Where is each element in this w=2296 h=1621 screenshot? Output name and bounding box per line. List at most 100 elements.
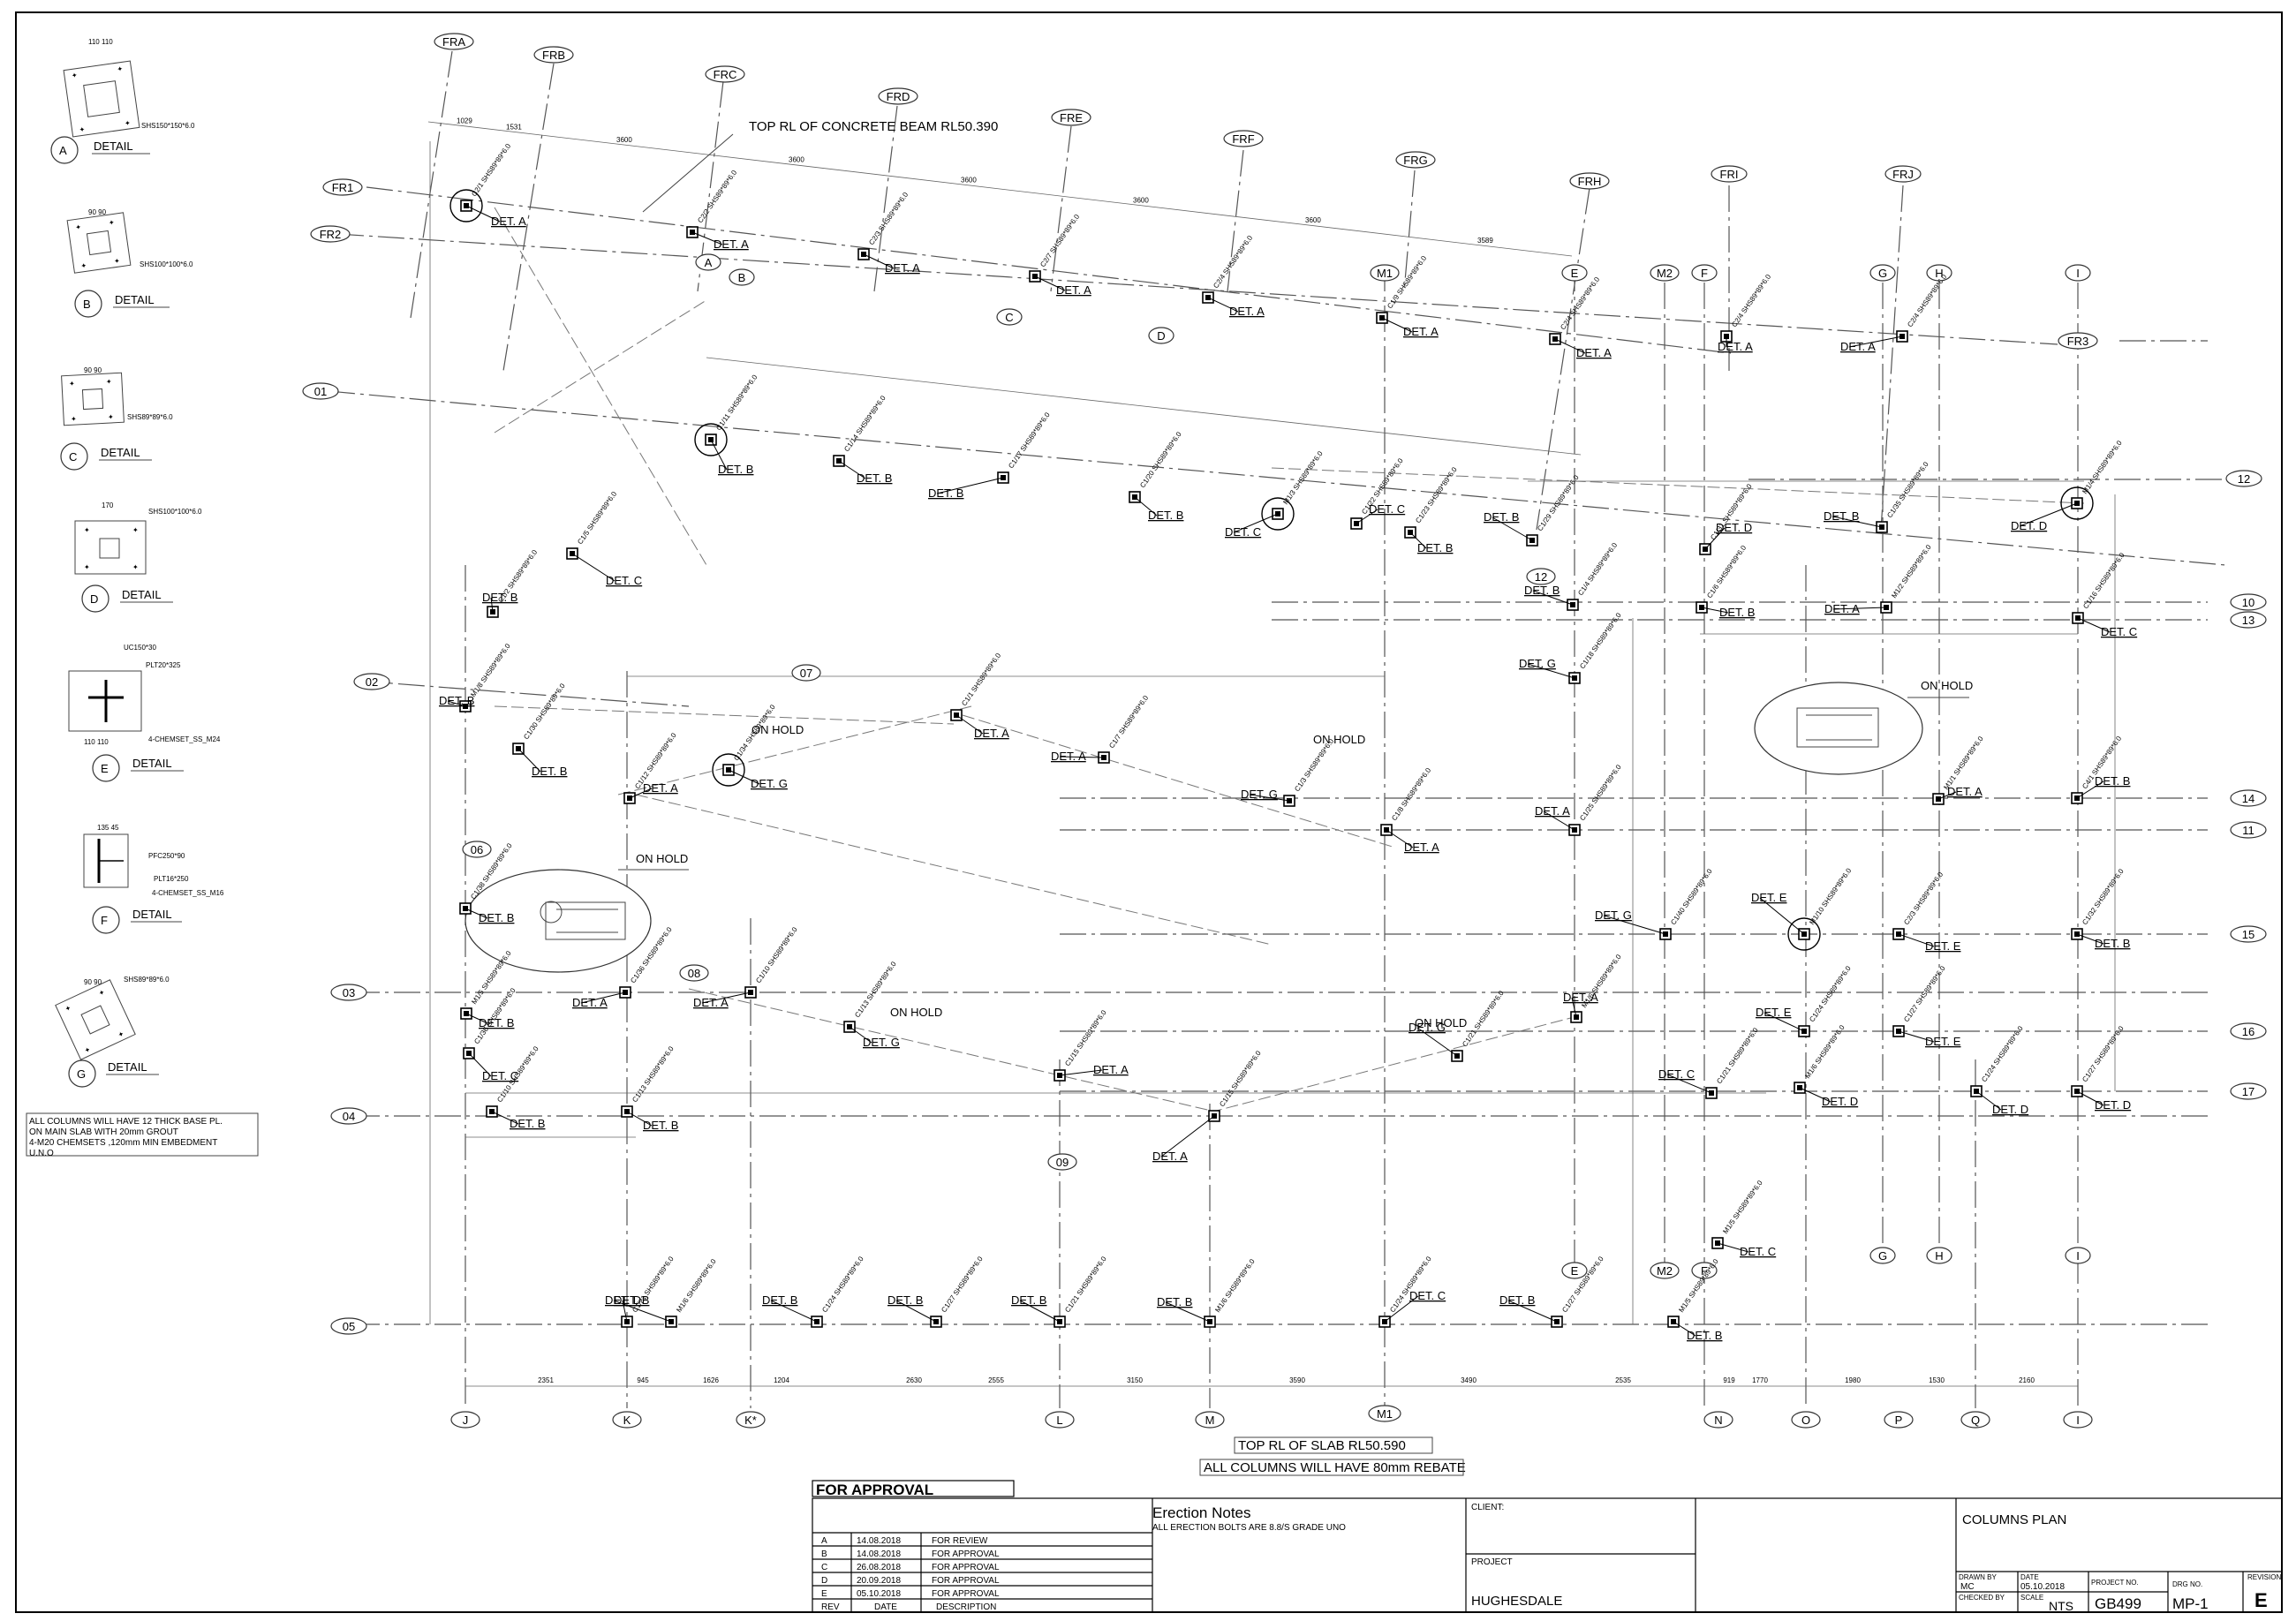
det-label: DET. A — [1051, 750, 1086, 763]
detail-f-section: PFC250*90 — [148, 852, 185, 860]
svg-text:Q: Q — [1971, 1414, 1980, 1427]
grid-bubble-fr3: FR3 — [2058, 332, 2098, 350]
det-leader — [770, 1300, 818, 1323]
column-id: C2/4 SHS89*89*6.0 — [1559, 275, 1601, 332]
svg-text:D: D — [1157, 329, 1165, 343]
grid-bubble-m1-top: M1 — [1370, 264, 1400, 282]
on-hold-label-3: ON HOLD — [751, 723, 804, 736]
approval-stamp: FOR APPROVAL — [816, 1482, 933, 1498]
column-id: C2/3 SHS89*89*6.0 — [867, 191, 910, 247]
column-id: M1/6 SHS89*89*6.0 — [675, 1257, 718, 1314]
grid-bubble-06: 06 — [462, 841, 492, 858]
det-label: DET. B — [482, 591, 517, 604]
detail-e: UC150*30 PLT20*325 4-CHEMSET_SS_M24 110 … — [68, 644, 221, 782]
svg-text:✦: ✦ — [132, 563, 139, 571]
grid-bubble-i-mid: I — [2065, 1247, 2091, 1264]
det-label: DET. B — [2095, 937, 2130, 950]
det-label: DET. B — [1417, 541, 1453, 554]
column-id: C2/4 SHS89*89*6.0 — [1906, 273, 1948, 329]
det-label: DET. A — [1056, 283, 1091, 297]
det-leader — [1165, 1301, 1211, 1323]
grid-bubble-l: L — [1045, 1411, 1075, 1429]
svg-text:H: H — [1935, 267, 1943, 280]
dim-top-3: 3600 — [616, 136, 632, 144]
det-leader — [1764, 1012, 1805, 1032]
grid-bubble-15: 15 — [2230, 925, 2267, 943]
svg-text:90 90: 90 90 — [84, 978, 102, 986]
svg-text:09: 09 — [1056, 1156, 1069, 1169]
rev-header-date: DATE — [874, 1602, 897, 1612]
svg-text:✦: ✦ — [132, 526, 139, 534]
det-leader — [1704, 527, 1726, 550]
det-label: DET. A — [1947, 785, 1983, 798]
detail-d-section: SHS100*100*6.0 — [148, 508, 202, 516]
column-id: C2/4 SHS89*89*6.0 — [1730, 273, 1772, 329]
svg-text:17: 17 — [2242, 1085, 2254, 1098]
column-id: C1/27 SHS89*89*6.0 — [940, 1255, 985, 1314]
det-leader — [468, 1052, 492, 1077]
grid-bubbles-bottom: J K K* L M M1 N O P Q I — [450, 1405, 2093, 1429]
detail-callout-circle — [712, 753, 745, 787]
det-label: DET. B — [1157, 1295, 1192, 1308]
det-label: DET. C — [1740, 1245, 1776, 1258]
svg-text:C: C — [1005, 311, 1013, 324]
column-id: M1/2 SHS89*89*6.0 — [1890, 543, 1933, 599]
dim-bottom-10: 2535 — [1615, 1376, 1631, 1384]
svg-text:A: A — [705, 256, 713, 269]
det-label: DET. B — [762, 1293, 797, 1307]
grid-bubble-j: J — [450, 1411, 480, 1429]
detail-b-letter: B — [83, 298, 91, 311]
column-id: C1/7 SHS89*89*6.0 — [1107, 694, 1150, 750]
column-id: C1/40 SHS89*89*6.0 — [1669, 867, 1714, 926]
det-label: DET. A — [1152, 1150, 1188, 1163]
det-leader — [1848, 336, 1903, 348]
column-id: M1/1 SHS89*89*6.0 — [1942, 735, 1985, 791]
det-label: DET. B — [479, 1016, 514, 1029]
det-leader — [1384, 1295, 1419, 1323]
svg-text:110 110: 110 110 — [88, 38, 113, 46]
grid-bubble-11: 11 — [2230, 821, 2267, 839]
det-label: DET. A — [1403, 325, 1439, 338]
det-label: DET. B — [1148, 509, 1183, 522]
column-id: C2/2 SHS89*89*6.0 — [696, 169, 738, 225]
column-id: C2/3 SHS89*89*6.0 — [1902, 871, 1945, 927]
detail-g-section: SHS89*89*6.0 — [124, 976, 170, 984]
detail-d-letter: D — [90, 592, 98, 606]
det-label: DET. D — [1992, 1103, 2028, 1116]
svg-text:06: 06 — [471, 843, 483, 856]
svg-text:✦: ✦ — [71, 415, 77, 423]
det-leader — [629, 788, 653, 799]
det-leader — [1134, 496, 1158, 516]
svg-text:FRE: FRE — [1060, 111, 1083, 124]
grid-bubble-08: 08 — [679, 964, 709, 982]
svg-text:H: H — [1935, 1249, 1943, 1263]
det-leader — [1386, 829, 1414, 848]
grid-bubble-e-bottom: E — [1561, 1262, 1588, 1279]
det-leader — [1492, 516, 1533, 541]
dim-bottom-9: 3490 — [1461, 1376, 1477, 1384]
dim-bottom-8: 3590 — [1289, 1376, 1305, 1384]
svg-text:G: G — [1878, 267, 1887, 280]
det-label: DET. A — [1563, 991, 1598, 1004]
svg-text:E: E — [1571, 267, 1579, 280]
column-id: C1/21 SHS89*89*6.0 — [1715, 1026, 1760, 1085]
svg-text:✦: ✦ — [84, 563, 90, 571]
grid-bubble-05: 05 — [330, 1317, 367, 1335]
grid-bubble-12-right: 12 — [2225, 470, 2262, 487]
column-id: C1/15 SHS89*89*6.0 — [1218, 1049, 1263, 1108]
revision-date: 26.08.2018 — [857, 1563, 901, 1572]
grid-bubble-04: 04 — [330, 1107, 367, 1125]
det-label: DET. E — [1925, 939, 1961, 953]
detail-a-section: SHS150*150*6.0 — [141, 122, 195, 130]
